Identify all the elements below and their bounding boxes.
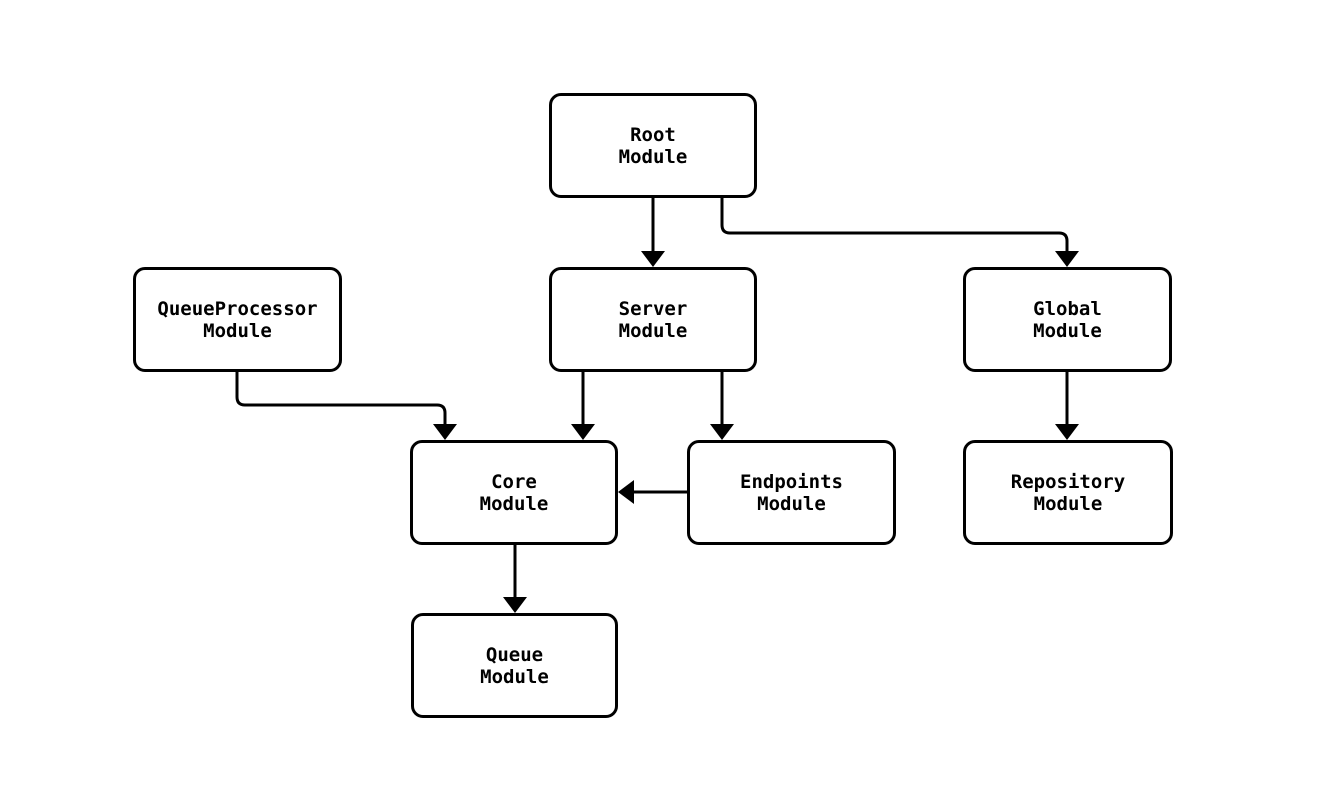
node-label: Global <box>1033 297 1102 320</box>
arrowhead-icon <box>641 251 665 267</box>
node-label: QueueProcessor <box>157 297 318 320</box>
node-label: Module <box>618 145 688 168</box>
node-label: Module <box>479 492 549 515</box>
node-label: Module <box>1033 492 1103 515</box>
node-label: Repository <box>1010 470 1126 493</box>
edge-queueprocessor-module-to-core-module <box>235 372 457 440</box>
node-label: Module <box>203 319 272 342</box>
edge-root-module-to-server-module <box>641 198 665 267</box>
arrowhead-icon <box>1055 424 1079 440</box>
edge-line <box>235 372 447 438</box>
edge-server-module-to-endpoints-module <box>710 372 734 440</box>
edge-line <box>720 198 1069 265</box>
edge-server-module-to-core-module <box>571 372 595 440</box>
node-label: Module <box>757 492 826 515</box>
node-label: Core <box>491 470 537 493</box>
node-label: Root <box>630 123 676 146</box>
arrowhead-icon <box>571 424 595 440</box>
node-label: Module <box>480 665 549 688</box>
node-label: Queue <box>485 643 544 666</box>
arrowhead-icon <box>433 424 457 440</box>
arrowhead-icon <box>503 597 527 613</box>
edge-endpoints-module-to-core-module <box>618 480 687 504</box>
arrowhead-icon <box>618 480 634 504</box>
arrowhead-icon <box>710 424 734 440</box>
node-label: Endpoints <box>740 470 843 493</box>
node-label: Module <box>618 319 688 342</box>
edge-global-module-to-repository-module <box>1055 372 1079 440</box>
node-label: Module <box>1033 319 1102 342</box>
edge-root-module-to-global-module <box>720 198 1079 267</box>
node-label: Server <box>618 297 688 320</box>
edge-core-module-to-queue-module <box>503 545 527 613</box>
arrowhead-icon <box>1055 251 1079 267</box>
